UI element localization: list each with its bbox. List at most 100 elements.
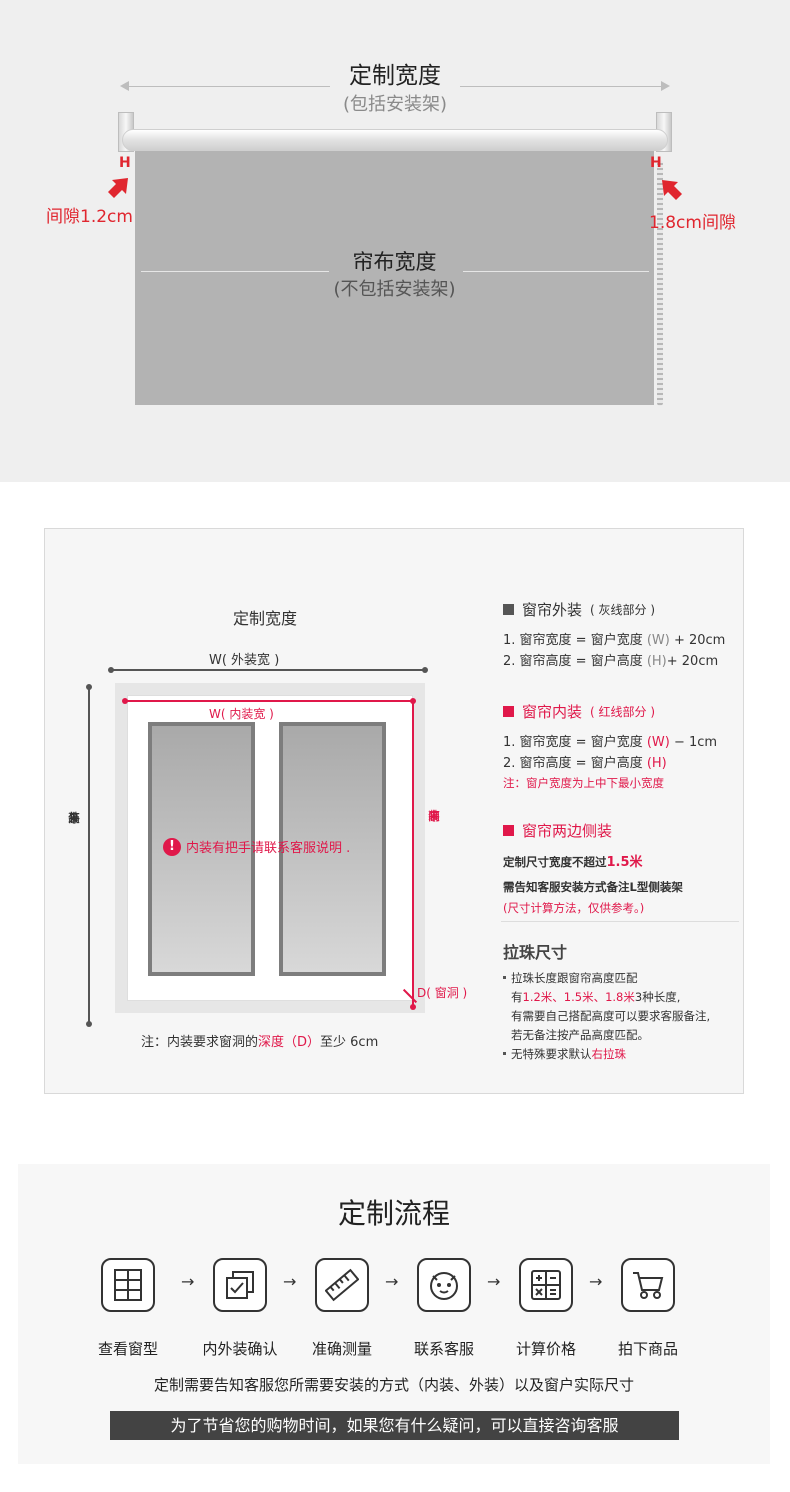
chain-lengths: 1.2米、1.5米、1.8米 [522,990,635,1004]
install-diagram-title: 定制宽度 [233,609,298,628]
inner-height-char: H [429,809,439,823]
step-label: 准确测量 [311,1340,372,1358]
outer-height-dot-top [86,684,92,690]
gap-left-label: 间隙1.2cm [46,207,133,227]
depth-note-prefix: 注：内装要求窗洞的 [141,1035,259,1050]
outer-width-dot-left [108,667,114,673]
gap-marker-right: H [650,155,662,171]
inner-install-note: 注：窗户宽度为上中下最小宽度 [503,776,664,790]
step-view-window: 查看窗型 [73,1258,183,1359]
dimension-arrow-right-icon [661,81,670,91]
outer-install-subtitle: ( 灰线部分 ) [590,603,656,617]
arrow-right-icon: → [589,1272,603,1291]
inner-width-line [125,700,413,702]
step-label: 拍下商品 [617,1340,678,1358]
outer-height-char: ) [71,811,77,825]
outer-height-char: 高 [67,811,80,825]
step-place-order: 拍下商品 [593,1258,703,1359]
outer-install-heading: 窗帘外装 ( 灰线部分 ) [503,599,743,620]
outer-height-char: H [69,811,79,825]
gray-square-icon [503,604,514,615]
inner-install-section: 窗帘内装( 红线部分 ) 1. 窗帘宽度 = 窗户宽度 (W) − 1cm 2.… [503,701,743,793]
step-contact-service: 联系客服 [389,1258,499,1359]
chain-line-2: 有1.2米、1.5米、1.8米3种长度, [503,988,743,1007]
inner-height-char: 高 [427,809,440,823]
chain-line-3: 有需要自己搭配高度可以要求客服备注, [511,1009,711,1023]
step-label: 联系客服 [413,1340,474,1358]
outer-height-char: 装 [67,811,80,825]
bead-chain [657,160,663,406]
outer-install-title: 窗帘外装 [522,601,583,619]
step-label: 内外装确认 [202,1340,278,1358]
ruler-icon [315,1258,369,1312]
formula-text: 1. 窗帘宽度 = 窗户宽度 [503,735,647,750]
formula-var: (W) [646,735,670,750]
outer-height-dot-bottom [86,1021,92,1027]
width-dimension-line-left [122,86,330,87]
checkbox-icon [213,1258,267,1312]
step-confirm-install: 内外装确认 [185,1258,295,1359]
inner-install-line-2: 2. 窗帘高度 = 窗户高度 (H) [503,753,743,774]
chain-default: 右拉珠 [591,1047,627,1061]
outer-height-char: 外 [67,811,80,825]
red-square-icon [503,706,514,717]
outer-height-char: ( [71,811,77,825]
custom-process-section: 定制流程 查看窗型 → 内外装确认 → 准确测量 → 联系客服 → 计算价格 → [18,1164,770,1464]
outer-width-dot-right [422,667,428,673]
depth-note: 注：内装要求窗洞的深度（D）至少 6cm [141,1031,378,1050]
outer-height-line [88,687,90,1025]
chain-size-title: 拉珠尺寸 [503,943,568,962]
side-install-line-2: 需告知客服安装方式备注L型侧装架 [503,880,683,894]
formula-var: (W) [646,633,670,648]
side-install-line-1: 定制尺寸宽度不超过1.5米 [503,853,743,872]
chat-face-icon [417,1258,471,1312]
fabric-width-title: 帘布宽度 [352,250,437,274]
arrow-right-icon: → [283,1272,297,1291]
side-limit: 1.5米 [606,855,643,870]
blind-width-diagram: 定制宽度 (包括安装架) 帘布宽度 (不包括安装架) H H 间隙1.2cm 1… [0,0,790,482]
side-install-section: 窗帘两边侧装 定制尺寸宽度不超过1.5米 需告知客服安装方式备注L型侧装架 (尺… [503,820,743,918]
custom-width-title: 定制宽度 [349,63,441,89]
inner-width-dot-left [122,698,128,704]
window-pane-right [279,722,386,976]
divider [501,921,739,922]
chain-text: 3种长度, [634,990,681,1004]
chain-line-5: 无特殊要求默认右拉珠 [503,1045,743,1064]
formula-var: (H) [646,756,667,771]
pointer-arrow-left-icon [108,178,128,198]
formula-var: (H) [646,654,667,669]
red-square-icon [503,825,514,836]
chain-line-1: 拉珠长度跟窗帘高度匹配 [503,969,743,988]
inner-install-subtitle: ( 红线部分 ) [590,705,656,719]
gap-right-label: 1.8cm间隙 [649,213,736,233]
calculator-icon [519,1258,573,1312]
step-label: 计算价格 [515,1340,576,1358]
cart-icon [621,1258,675,1312]
formula-text: 2. 窗帘高度 = 窗户高度 [503,654,647,669]
pointer-arrow-right-icon [662,180,682,200]
depth-label: D( 窗洞 ) [417,986,468,1000]
arrow-right-icon: → [487,1272,501,1291]
fabric-width-subtitle: (不包括安装架) [333,279,456,300]
step-calculate-price: 计算价格 [491,1258,601,1359]
install-diagram-panel: 定制宽度 W( 外装宽 ) H ( 外 装 高 ) W( 内装宽 ) H ( 内… [44,528,744,1094]
outer-install-line-2: 2. 窗帘高度 = 窗户高度 (H)+ 20cm [503,651,743,672]
chain-text: 有 [511,990,523,1004]
formula-text: 2. 窗帘高度 = 窗户高度 [503,756,647,771]
dimension-arrow-left-icon [120,81,129,91]
handle-warning-text: 内装有把手请联系客服说明 . [186,841,351,856]
exclamation-icon: ! [163,837,181,856]
chain-text: 无特殊要求默认 [511,1047,592,1061]
blind-fabric: 帘布宽度 (不包括安装架) [135,151,654,405]
inner-height-char: ( [431,809,437,823]
chain-size-section: 拉珠尺寸 拉珠长度跟窗帘高度匹配 有1.2米、1.5米、1.8米3种长度, 有需… [503,939,743,1064]
arrow-right-icon: → [181,1272,195,1291]
chain-line-4: 若无备注按产品高度匹配。 [511,1028,649,1042]
process-description: 定制需要告知客服您所需要安装的方式（内装、外装）以及窗户实际尺寸 [153,1376,634,1394]
formula-text: − 1cm [669,735,718,750]
side-install-heading: 窗帘两边侧装 [503,820,743,841]
depth-note-highlight: 深度（D） [258,1035,321,1050]
inner-height-char: ) [431,809,437,823]
formula-text: 1. 窗帘宽度 = 窗户宽度 [503,633,647,648]
window-grid-icon [101,1258,155,1312]
